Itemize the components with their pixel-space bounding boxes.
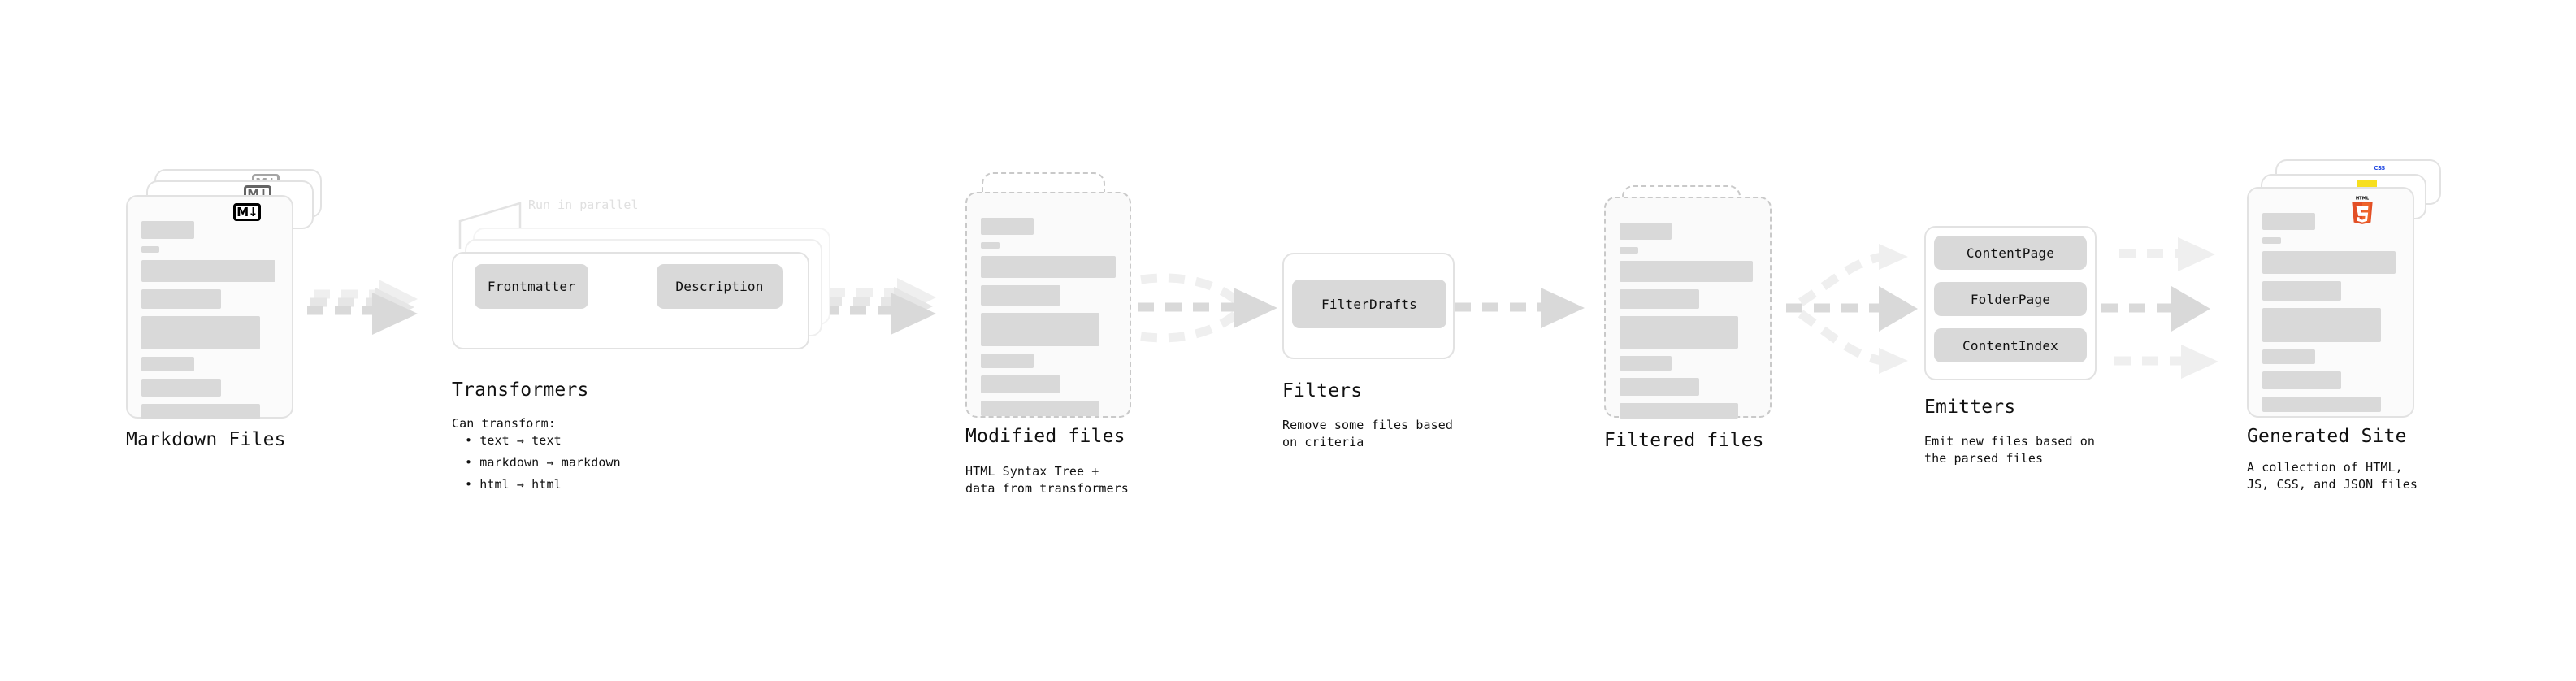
transformers-bullet-1: • markdown → markdown	[465, 455, 621, 470]
emitters-pill-contentindex[interactable]: ContentIndex	[1934, 328, 2087, 362]
content-line	[981, 313, 1099, 346]
markdown-card-content	[141, 221, 278, 427]
content-line	[141, 379, 221, 397]
content-line	[2262, 237, 2281, 244]
content-line	[981, 218, 1034, 235]
modified-files-subtitle: HTML Syntax Tree + data from transformer…	[965, 464, 1129, 496]
transformers-title: Transformers	[452, 380, 589, 401]
connector-filtered-to-emitters	[1786, 244, 1918, 374]
content-line	[2262, 251, 2396, 274]
transformers-subtitle: Can transform:	[452, 416, 556, 431]
content-line	[141, 260, 275, 282]
site-card-content	[2262, 213, 2399, 419]
content-line	[1620, 289, 1699, 309]
connector-filters-to-filtered	[1455, 288, 1585, 328]
connector-emitters-to-site	[2101, 237, 2218, 379]
content-line	[1620, 247, 1638, 254]
html5-icon: HTML	[2350, 195, 2374, 224]
transformer-pill-frontmatter[interactable]: Frontmatter	[475, 264, 588, 309]
content-line	[981, 242, 1000, 249]
html5-icon-svg: HTML	[2352, 196, 2373, 224]
content-line	[1620, 261, 1753, 282]
transformers-bullet-0: • text → text	[465, 433, 562, 448]
content-line	[2262, 213, 2315, 230]
svg-text:HTML: HTML	[2356, 196, 2370, 201]
filters-pill-filterdrafts[interactable]: FilterDrafts	[1292, 280, 1446, 328]
content-line	[141, 289, 221, 309]
emitters-title: Emitters	[1924, 397, 2016, 418]
content-line	[1620, 378, 1699, 396]
content-line	[1620, 223, 1672, 240]
content-line	[981, 401, 1099, 416]
filters-title: Filters	[1282, 380, 1363, 401]
content-line	[981, 354, 1034, 368]
filters-subtitle: Remove some files based on criteria	[1282, 418, 1454, 449]
content-line	[2262, 308, 2381, 342]
content-line	[981, 285, 1060, 306]
connector-modified-to-filters	[1138, 273, 1277, 343]
content-line	[1620, 356, 1672, 371]
site-card-front[interactable]	[2247, 187, 2414, 418]
content-line	[141, 316, 260, 349]
connector-transformers-to-modified	[822, 278, 936, 335]
content-line	[1620, 316, 1738, 349]
content-line	[2262, 371, 2341, 389]
content-line	[141, 404, 260, 419]
emitters-subtitle: Emit new files based on the parsed files	[1924, 434, 2096, 466]
run-in-parallel-label: Run in parallel	[528, 197, 639, 212]
content-line	[141, 221, 194, 239]
markdown-card-front[interactable]	[126, 195, 293, 419]
content-line	[141, 246, 159, 253]
content-line	[981, 256, 1116, 278]
markdown-files-title: Markdown Files	[126, 429, 286, 450]
content-line	[981, 375, 1060, 393]
modified-files-title: Modified files	[965, 426, 1125, 447]
modified-card-content	[981, 218, 1116, 423]
filtered-files-title: Filtered files	[1604, 430, 1764, 451]
generated-site-subtitle: A collection of HTML, JS, CSS, and JSON …	[2247, 460, 2418, 492]
generated-site-title: Generated Site	[2247, 426, 2407, 447]
emitters-pill-folderpage[interactable]: FolderPage	[1934, 282, 2087, 316]
content-line	[2262, 281, 2341, 301]
transformers-bullet-2: • html → html	[465, 477, 562, 492]
modified-card-front[interactable]	[965, 192, 1131, 418]
connector-md-to-transformers	[307, 280, 418, 335]
content-line	[1620, 403, 1738, 419]
content-line	[141, 357, 194, 371]
content-line	[2262, 349, 2315, 364]
filtered-card-front[interactable]	[1604, 197, 1772, 419]
content-line	[2262, 397, 2381, 412]
transformer-pill-description[interactable]: Description	[657, 264, 783, 309]
emitters-pill-contentpage[interactable]: ContentPage	[1934, 236, 2087, 270]
filtered-card-content	[1620, 223, 1756, 426]
markdown-icon: M↓	[233, 203, 261, 221]
